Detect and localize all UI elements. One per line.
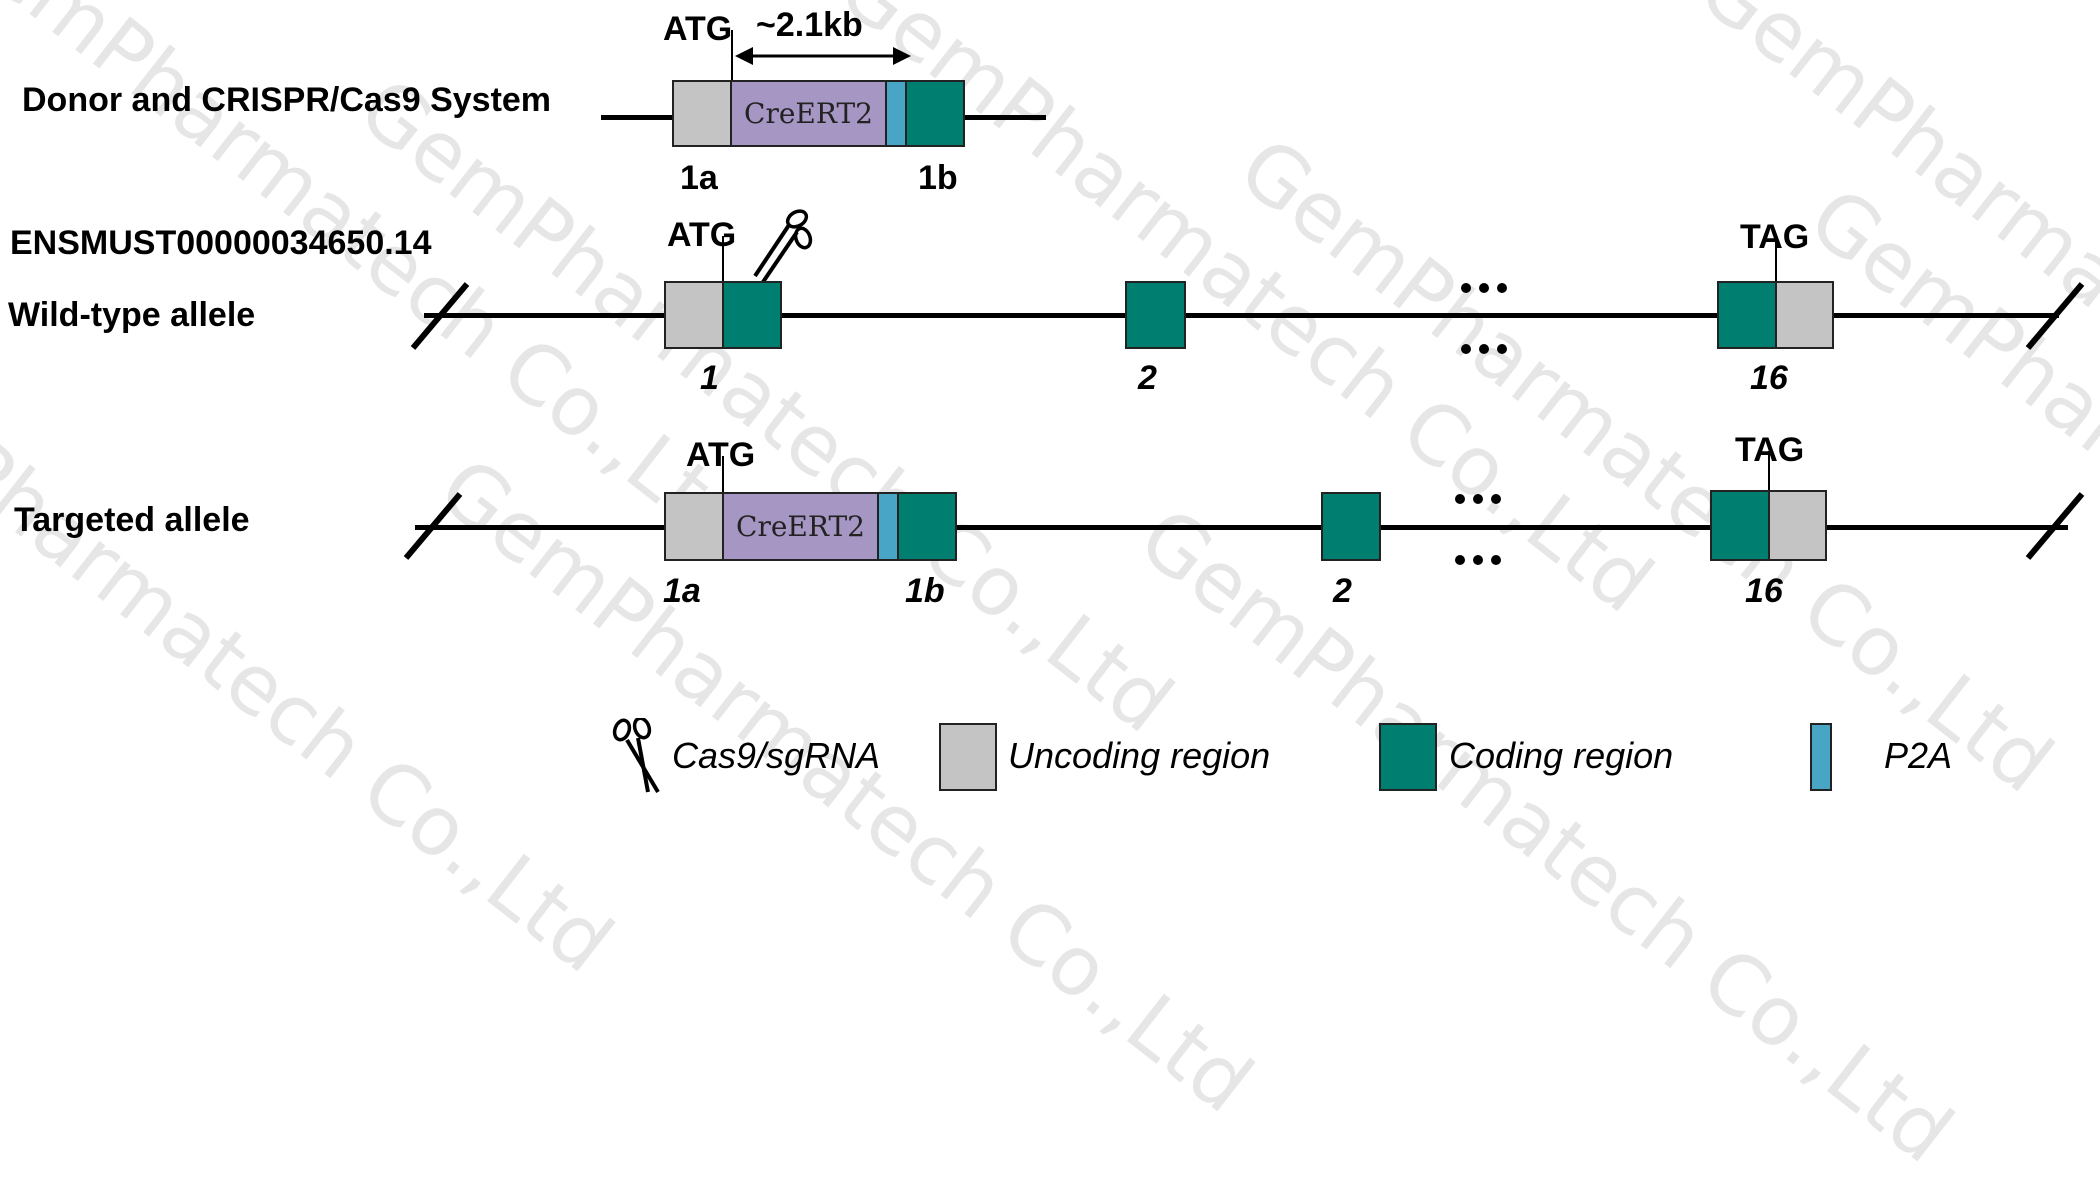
legend-scissors-icon [612,718,660,794]
donor-size-arrow [735,47,911,65]
wild-type-right-break [2025,282,2085,350]
legend-uncoding-swatch [939,723,997,791]
targeted-left-break [403,492,463,560]
wild-type-atg-label: ATG [667,216,737,254]
wild-type-label: Wild-type allele [8,296,256,334]
wild-type-exon-2 [1125,281,1186,349]
legend-cas9-label: Cas9/sgRNA [672,735,881,776]
wild-type-exon-16-label: 16 [1750,359,1788,397]
wild-type-exon-1-coding [722,281,782,349]
wild-type-exon-16-coding [1717,281,1777,349]
targeted-exon-2-label: 2 [1333,572,1352,610]
watermark-text: GemPharmatech Co.,Ltd [1121,490,1970,1182]
targeted-backbone [415,525,2068,530]
legend-coding-label: Coding region [1449,735,1674,776]
targeted-exon-1a-label: 1a [663,572,701,610]
wild-type-atg-tick [722,236,724,282]
watermark-text: GemPharmatech Co.,Ltd [341,60,1190,752]
wild-type-tag-label: TAG [1740,218,1810,256]
donor-p2a-block [885,80,907,147]
wild-type-backbone [424,313,2059,318]
targeted-exon-1b-coding [897,492,957,561]
targeted-label: Targeted allele [14,501,250,539]
wild-type-exon-1-label: 1 [700,359,719,397]
legend-p2a-label: P2A [1884,735,1953,776]
donor-atg-label: ATG [663,10,733,48]
wild-type-exon-16-uncoding [1775,281,1834,349]
donor-exon-1b-label: 1b [918,159,958,197]
watermark-text: GemPharmatech Co.,Ltd [1221,120,2070,812]
targeted-exon-1b-label: 1b [905,572,945,610]
watermark-text: GemPharmatech Co.,Ltd [0,300,630,992]
targeted-exon-2 [1321,492,1381,561]
donor-exon-1a-label: 1a [680,159,718,197]
wild-type-tag-tick [1775,238,1777,282]
targeted-creert2-block [722,492,879,561]
legend-p2a-swatch [1810,723,1832,791]
wild-type-exon-1-uncoding [664,281,724,349]
targeted-p2a-block [877,492,899,561]
wild-type-exon-2-label: 2 [1138,359,1157,397]
targeted-creert2-label: CreERT2 [736,510,865,543]
targeted-exon-16-uncoding [1768,490,1827,561]
targeted-atg-tick [722,456,724,493]
donor-label: Donor and CRISPR/Cas9 System [22,81,552,119]
donor-creert2-label: CreERT2 [744,97,873,130]
targeted-atg-label: ATG [686,436,756,474]
legend-uncoding-label: Uncoding region [1008,735,1271,776]
targeted-exon-16-label: 16 [1745,572,1783,610]
donor-atg-tick [731,30,733,80]
wild-type-left-break [410,282,470,350]
legend-coding-swatch [1379,723,1437,791]
targeted-exon-1a-uncoding [664,492,724,561]
targeted-right-break [2025,492,2085,560]
transcript-id: ENSMUST00000034650.14 [10,224,432,262]
donor-coding-block [905,80,965,147]
donor-uncoding-block [672,80,732,147]
scissors-icon [753,209,813,284]
donor-size-label: ~2.1kb [756,6,863,44]
targeted-exon-16-coding [1710,490,1770,561]
targeted-tag-tick [1768,451,1770,492]
